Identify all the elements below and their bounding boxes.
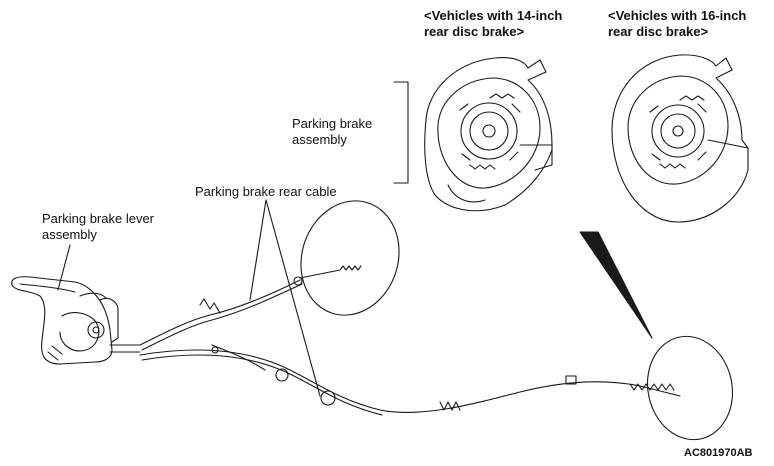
brake-assembly-14-inch: [424, 57, 553, 212]
leader-rear-cable-a: [249, 199, 267, 301]
variant-14-line1: <Vehicles with 14-inch: [424, 8, 563, 23]
variant-16-line1: <Vehicles with 16-inch: [608, 8, 747, 23]
parking-brake-assembly-line1: Parking brake: [292, 116, 373, 131]
rear-cable-lower: [139, 349, 681, 413]
parking-brake-rear-cable-label: Parking brake rear cable: [195, 184, 337, 199]
detail-circle-upper: [300, 200, 400, 316]
parking-brake-lever-line1: Parking brake lever: [42, 211, 154, 226]
leader-rear-cable-b: [265, 199, 321, 397]
brake-assembly-16-inch: [611, 54, 749, 223]
leader-lever: [57, 244, 71, 291]
leader-wedge: [597, 231, 653, 339]
parking-brake-assembly-label: Parking brake assembly: [292, 116, 372, 148]
parking-brake-lever-line2: assembly: [42, 227, 97, 242]
figure-code: AC801970AB: [684, 447, 753, 459]
parking-brake-lever: [11, 276, 141, 365]
variant-16-line2: rear disc brake>: [608, 24, 709, 39]
parking-brake-assembly-line2: assembly: [292, 132, 347, 147]
rear-cable-upper: [139, 279, 301, 346]
pointer-wedge: [579, 231, 653, 339]
parking-brake-lever-label: Parking brake lever assembly: [42, 211, 154, 243]
variant-14-inch-title: <Vehicles with 14-inch rear disc brake>: [424, 8, 562, 40]
assembly-bracket: [393, 81, 409, 184]
variant-14-line2: rear disc brake>: [424, 24, 525, 39]
variant-16-inch-title: <Vehicles with 16-inch rear disc brake>: [608, 8, 746, 40]
detail-circle-lower: [646, 335, 734, 441]
